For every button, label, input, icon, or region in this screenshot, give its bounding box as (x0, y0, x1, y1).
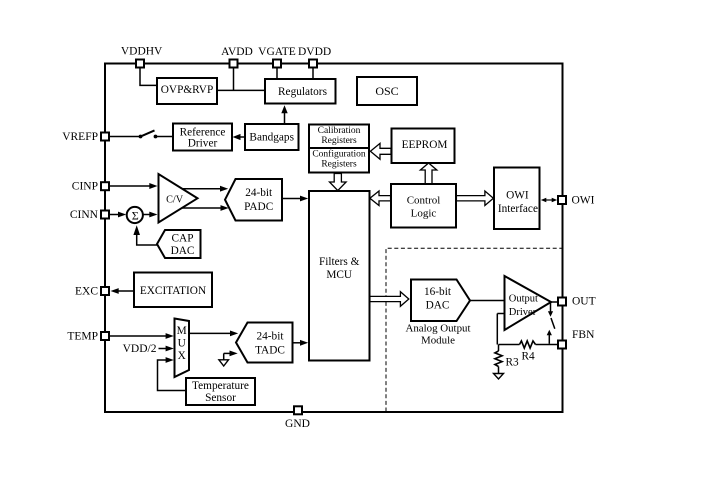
svg-text:VDDHV: VDDHV (121, 46, 163, 58)
svg-text:EXCITATION: EXCITATION (140, 285, 206, 297)
svg-text:DAC: DAC (426, 300, 450, 312)
svg-text:Σ: Σ (132, 209, 139, 223)
svg-text:OWI: OWI (572, 194, 595, 206)
svg-text:OVP&RVP: OVP&RVP (161, 84, 213, 96)
svg-text:Registers: Registers (321, 136, 357, 146)
svg-text:OSC: OSC (375, 84, 398, 98)
svg-text:Interface: Interface (498, 203, 538, 215)
svg-text:24-bit: 24-bit (245, 187, 273, 199)
svg-text:Regulators: Regulators (278, 86, 327, 98)
svg-text:DVDD: DVDD (298, 46, 331, 58)
svg-text:Driver: Driver (188, 137, 218, 149)
svg-text:R4: R4 (522, 351, 536, 363)
svg-text:CINN: CINN (70, 209, 99, 221)
svg-text:Output: Output (509, 294, 538, 305)
svg-text:EXC: EXC (75, 286, 98, 298)
svg-text:X: X (178, 350, 186, 362)
svg-text:Configuration: Configuration (312, 149, 366, 160)
svg-text:Calibration: Calibration (318, 126, 361, 136)
svg-text:Control: Control (407, 195, 441, 207)
svg-text:CAP: CAP (172, 233, 194, 245)
svg-text:Temperature: Temperature (192, 380, 249, 392)
svg-text:16-bit: 16-bit (424, 286, 452, 298)
svg-text:GND: GND (285, 418, 310, 430)
svg-text:AVDD: AVDD (221, 46, 253, 58)
svg-text:VREFP: VREFP (62, 131, 98, 143)
svg-text:Module: Module (421, 335, 455, 347)
svg-text:TADC: TADC (255, 345, 285, 357)
svg-text:24-bit: 24-bit (257, 331, 285, 343)
svg-text:Analog Output: Analog Output (405, 323, 470, 335)
svg-text:Filters &: Filters & (319, 256, 360, 268)
svg-text:TEMP: TEMP (67, 331, 98, 343)
svg-text:M: M (177, 325, 187, 337)
svg-text:MCU: MCU (326, 269, 352, 281)
svg-text:PADC: PADC (244, 201, 273, 213)
svg-text:VGATE: VGATE (258, 46, 296, 58)
svg-text:VDD/2: VDD/2 (123, 343, 157, 355)
svg-text:CINP: CINP (72, 181, 98, 193)
svg-text:Driver: Driver (509, 307, 537, 318)
svg-text:Registers: Registers (321, 160, 357, 170)
svg-text:OUT: OUT (572, 296, 596, 308)
svg-text:C/V: C/V (166, 194, 184, 205)
svg-text:Logic: Logic (411, 208, 437, 220)
svg-text:Reference: Reference (180, 127, 226, 139)
svg-text:Bandgaps: Bandgaps (249, 132, 294, 144)
svg-text:DAC: DAC (171, 245, 195, 257)
svg-text:FBN: FBN (572, 329, 595, 341)
svg-text:Sensor: Sensor (205, 392, 236, 404)
svg-text:EEPROM: EEPROM (402, 139, 448, 151)
svg-text:OWI: OWI (506, 190, 529, 202)
svg-text:R3: R3 (506, 356, 520, 368)
svg-text:U: U (178, 338, 186, 350)
